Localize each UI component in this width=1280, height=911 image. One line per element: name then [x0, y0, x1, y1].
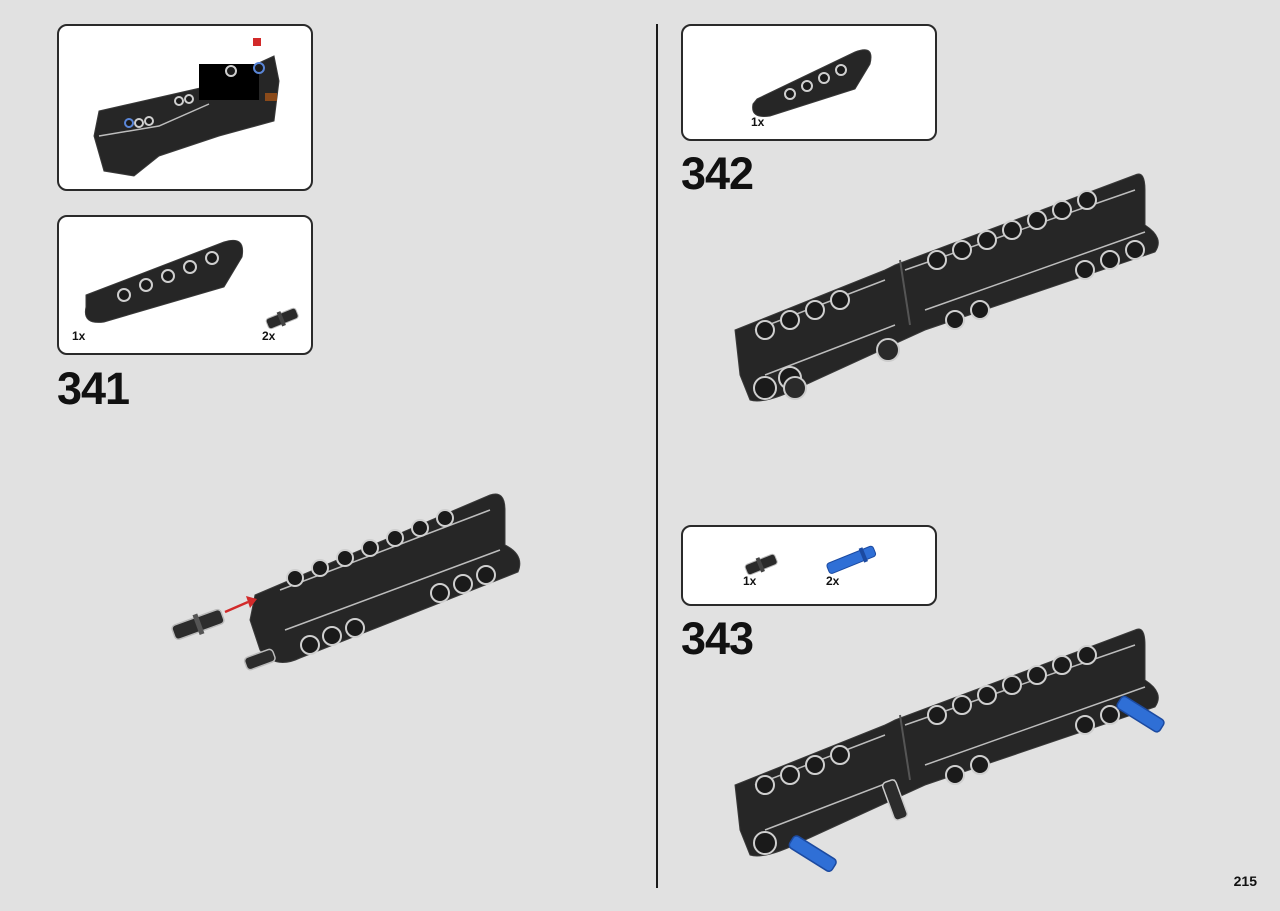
page-divider	[656, 24, 658, 888]
blue-pin-left	[788, 835, 837, 873]
black-pin-inserted	[881, 779, 909, 821]
page-number: 215	[1233, 873, 1257, 889]
step-341-part-2-qty: 2x	[262, 329, 276, 343]
step-341-assembly-illustration	[171, 493, 521, 671]
step-343-part-2-qty: 2x	[826, 574, 840, 588]
step-342-number: 342	[681, 148, 754, 199]
black-pin-part-icon	[265, 307, 299, 330]
curved-beam-part-icon	[84, 239, 244, 323]
step-343-assembly-illustration	[734, 628, 1165, 873]
blue-pin-right	[1116, 695, 1165, 733]
subassembly-callout	[57, 24, 313, 191]
lower-beam-holes	[300, 565, 496, 655]
step-342-part-1-qty: 1x	[751, 115, 765, 129]
subassembly-illustration	[93, 38, 280, 177]
step-341-part-1-qty: 1x	[72, 329, 86, 343]
blue-axle-pin-part-icon	[826, 545, 877, 574]
black-pin-part-icon	[744, 553, 778, 576]
step-341-parts-box: 1x 2x	[57, 215, 313, 355]
step-341-number: 341	[57, 363, 130, 414]
step-343-parts-box: 1x 2x	[681, 525, 937, 606]
top-beam-holes	[286, 509, 454, 587]
step-343-part-1-qty: 1x	[743, 574, 757, 588]
step-343-number: 343	[681, 613, 754, 664]
step-342-parts-box: 1x	[681, 24, 937, 141]
step-342-assembly-illustration	[734, 173, 1159, 402]
curved-beam-part-icon	[752, 49, 872, 117]
